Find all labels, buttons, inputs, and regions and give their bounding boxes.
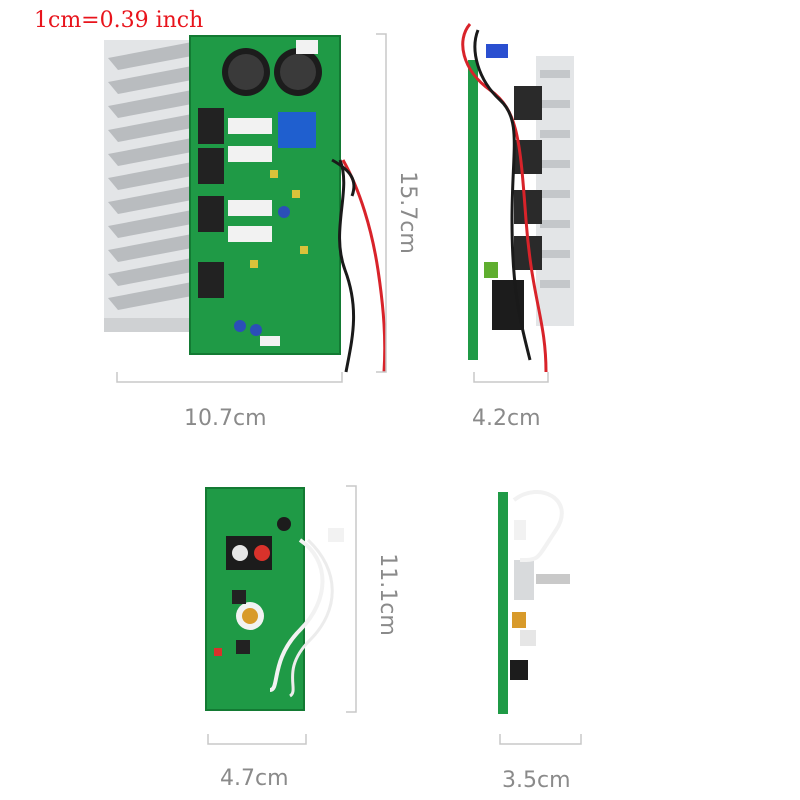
width-label-preamp-side: 3.5cm (502, 768, 571, 793)
preamp-board-front (205, 487, 344, 711)
width-label-power-amp-front: 10.7cm (184, 406, 267, 431)
dimension-lines (116, 33, 582, 745)
width-label-power-amp-side: 4.2cm (472, 406, 541, 431)
width-label-preamp-front: 4.7cm (220, 766, 289, 791)
power-amp-board-front (104, 35, 387, 373)
preamp-board-side (498, 489, 570, 714)
height-label-preamp-front: 11.1cm (374, 553, 400, 636)
conversion-note: 1cm=0.39 inch (34, 8, 204, 33)
heatsink (104, 40, 200, 332)
height-label-power-amp-front: 15.7cm (394, 171, 420, 254)
power-amp-board-side (461, 23, 574, 373)
